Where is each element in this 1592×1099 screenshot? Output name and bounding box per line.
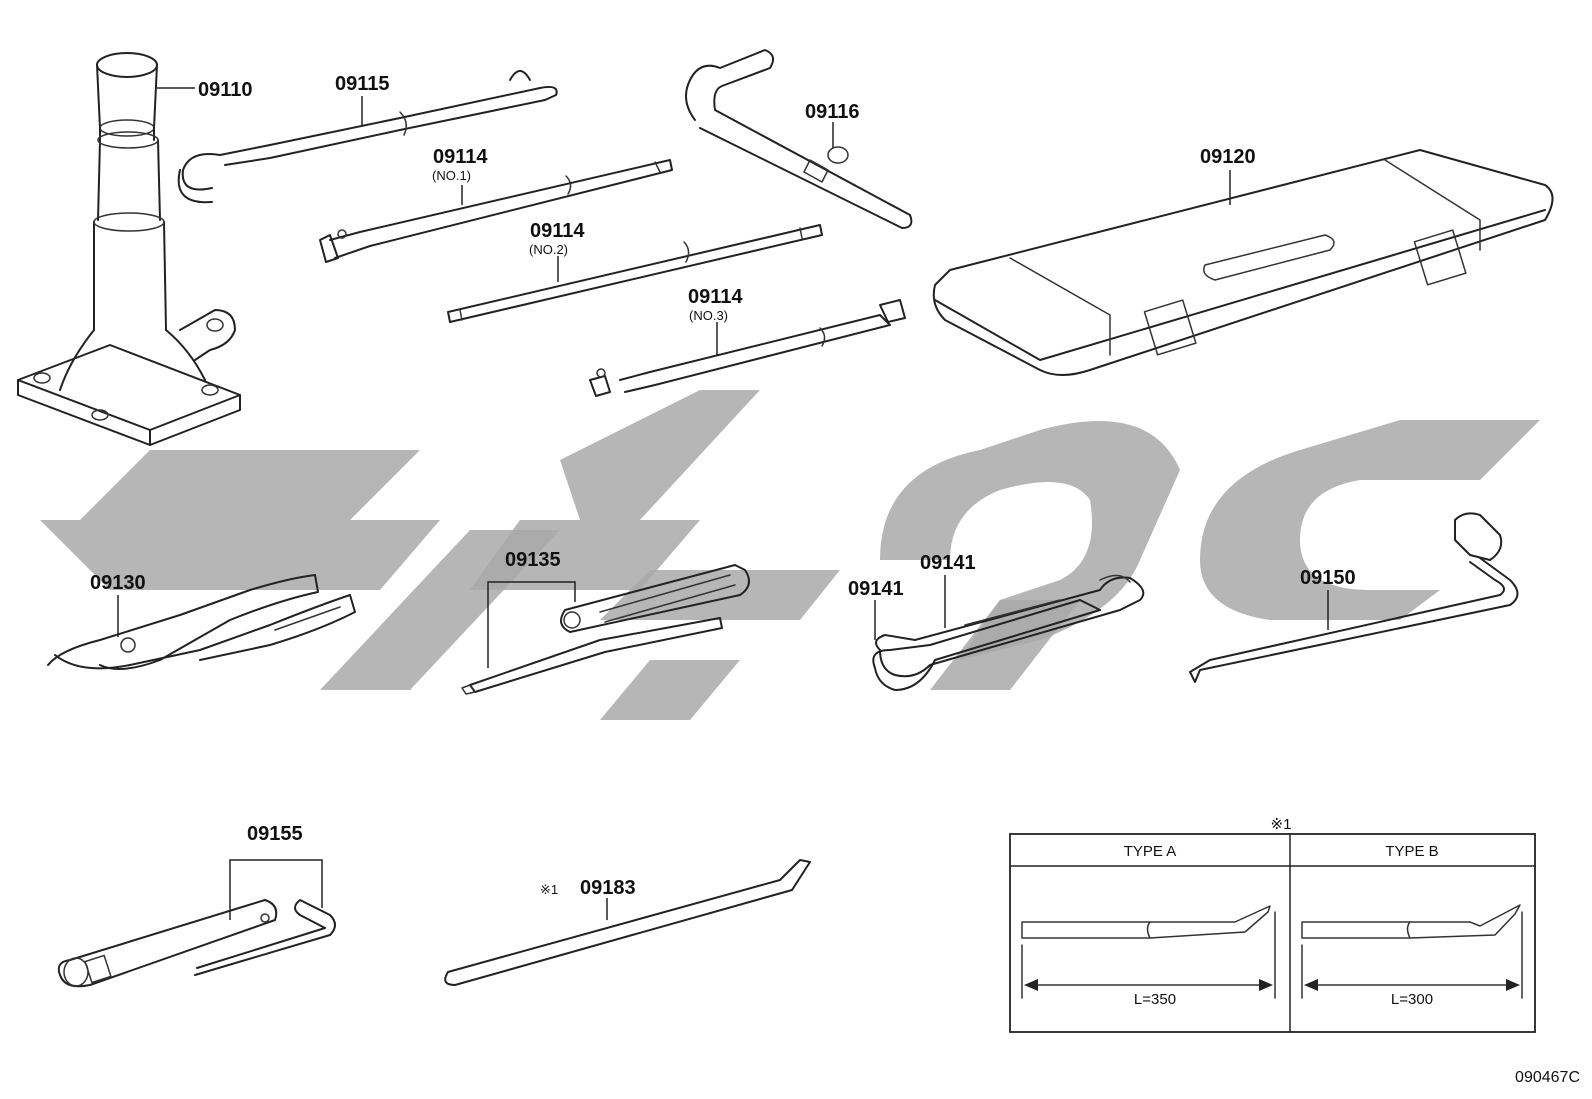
pliers-illustration xyxy=(47,574,356,670)
part-number-09130: 09130 xyxy=(90,572,146,594)
part-sub-no2: (NO.2) xyxy=(529,242,568,257)
part-number-09110: 09110 xyxy=(198,79,253,101)
jack-illustration xyxy=(17,52,241,446)
table-note-mark: ※1 xyxy=(1271,816,1292,833)
hub-nut-bar-illustration xyxy=(444,859,811,986)
part-number-09135: 09135 xyxy=(505,549,561,571)
part-number-09155: 09155 xyxy=(247,823,303,845)
type-table xyxy=(1009,833,1536,1033)
table-header-type-a: TYPE A xyxy=(1124,843,1177,860)
watermark-logo xyxy=(40,390,1540,720)
part-number-09114-no3: 09114 xyxy=(688,286,743,308)
wrenches-illustration xyxy=(872,574,1145,691)
table-length-type-b: L=300 xyxy=(1391,991,1433,1008)
part-number-09114-no1: 09114 xyxy=(433,146,488,168)
part-number-09150: 09150 xyxy=(1300,567,1356,589)
table-length-type-a: L=350 xyxy=(1134,991,1176,1008)
tool-case-illustration xyxy=(932,149,1554,376)
part-number-09141-b: 09141 xyxy=(848,578,904,600)
figure-code: 090467C xyxy=(1515,1069,1580,1086)
handle-no1-illustration xyxy=(319,159,673,263)
part-number-09114-no2: 09114 xyxy=(530,220,585,242)
note-mark-09183: ※1 xyxy=(540,882,558,897)
part-number-09141-a: 09141 xyxy=(920,552,976,574)
screwdriver-illustration xyxy=(461,564,750,695)
box-wrench-illustration xyxy=(57,859,336,988)
part-sub-no1: (NO.1) xyxy=(432,168,471,183)
handle-no3-illustration xyxy=(589,299,906,397)
handle-no2-illustration xyxy=(447,224,823,323)
part-number-09183: 09183 xyxy=(580,877,636,899)
part-number-09120: 09120 xyxy=(1200,146,1256,168)
jack-handle-illustration xyxy=(177,70,558,204)
jack-handle-bent-illustration xyxy=(685,49,913,229)
table-header-type-b: TYPE B xyxy=(1385,843,1438,860)
part-number-09116: 09116 xyxy=(805,101,860,123)
wheel-nut-wrench-illustration xyxy=(1189,512,1519,683)
part-number-09115: 09115 xyxy=(335,73,390,95)
part-sub-no3: (NO.3) xyxy=(689,308,728,323)
